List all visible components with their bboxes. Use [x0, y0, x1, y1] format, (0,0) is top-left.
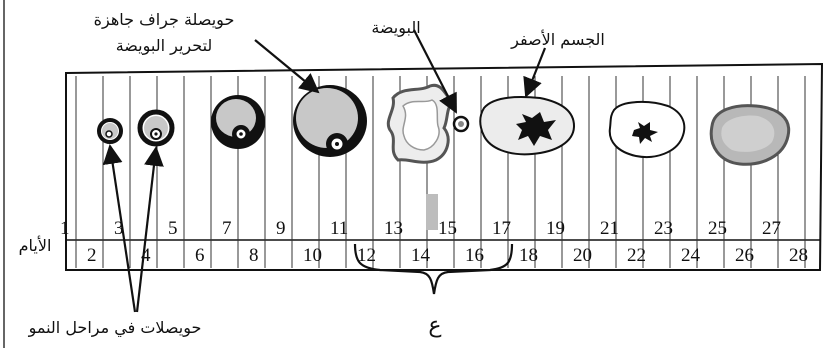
day-number-23: 23	[654, 219, 673, 238]
follicle-arrow-2	[137, 148, 156, 312]
day-number-1: 1	[60, 219, 70, 238]
follicle-day7	[211, 95, 265, 149]
graafian-label-line1: حويصلة جراف جاهزة	[64, 10, 264, 30]
day-number-8: 8	[249, 246, 259, 265]
graafian-follicle	[293, 85, 367, 157]
days-axis-label: الأيام	[6, 236, 64, 256]
day-number-28: 28	[789, 246, 808, 265]
corpus-albicans	[711, 106, 788, 165]
day-number-13: 13	[384, 219, 403, 238]
day-number-9: 9	[276, 219, 286, 238]
ovum-label: البويضة	[356, 18, 436, 38]
day-number-6: 6	[195, 246, 205, 265]
day-number-3: 3	[114, 219, 124, 238]
day-number-21: 21	[600, 219, 619, 238]
day-number-19: 19	[546, 219, 565, 238]
graafian-arrow	[255, 40, 318, 92]
day-number-7: 7	[222, 219, 232, 238]
graafian-label-line2: لتحرير البويضة	[64, 36, 264, 56]
day-number-18: 18	[519, 246, 538, 265]
day-number-15: 15	[438, 219, 457, 238]
day-number-22: 22	[627, 246, 646, 265]
day-number-5: 5	[168, 219, 178, 238]
corpus-luteum-day22	[610, 102, 685, 157]
developing-follicles-label: حويصلات في مراحل النمو	[20, 318, 210, 338]
day-number-16: 16	[465, 246, 484, 265]
day-number-26: 26	[735, 246, 754, 265]
ovulation-marker	[426, 194, 438, 230]
day-number-27: 27	[762, 219, 781, 238]
day-number-24: 24	[681, 246, 700, 265]
follicle-day4	[140, 112, 172, 144]
day-number-25: 25	[708, 219, 727, 238]
day-number-17: 17	[492, 219, 511, 238]
bracket-letter-label: ع	[420, 316, 450, 336]
corpus-luteum-label: الجسم الأصفر	[488, 30, 628, 50]
day-number-11: 11	[330, 219, 348, 238]
ruptured-follicle	[388, 85, 468, 162]
corpus-luteum-day18	[480, 97, 574, 154]
day-number-12: 12	[357, 246, 376, 265]
day-number-20: 20	[573, 246, 592, 265]
day-number-4: 4	[141, 246, 151, 265]
day-number-10: 10	[303, 246, 322, 265]
follicle-day2	[99, 120, 121, 142]
day-number-2: 2	[87, 246, 97, 265]
day-number-14: 14	[411, 246, 430, 265]
